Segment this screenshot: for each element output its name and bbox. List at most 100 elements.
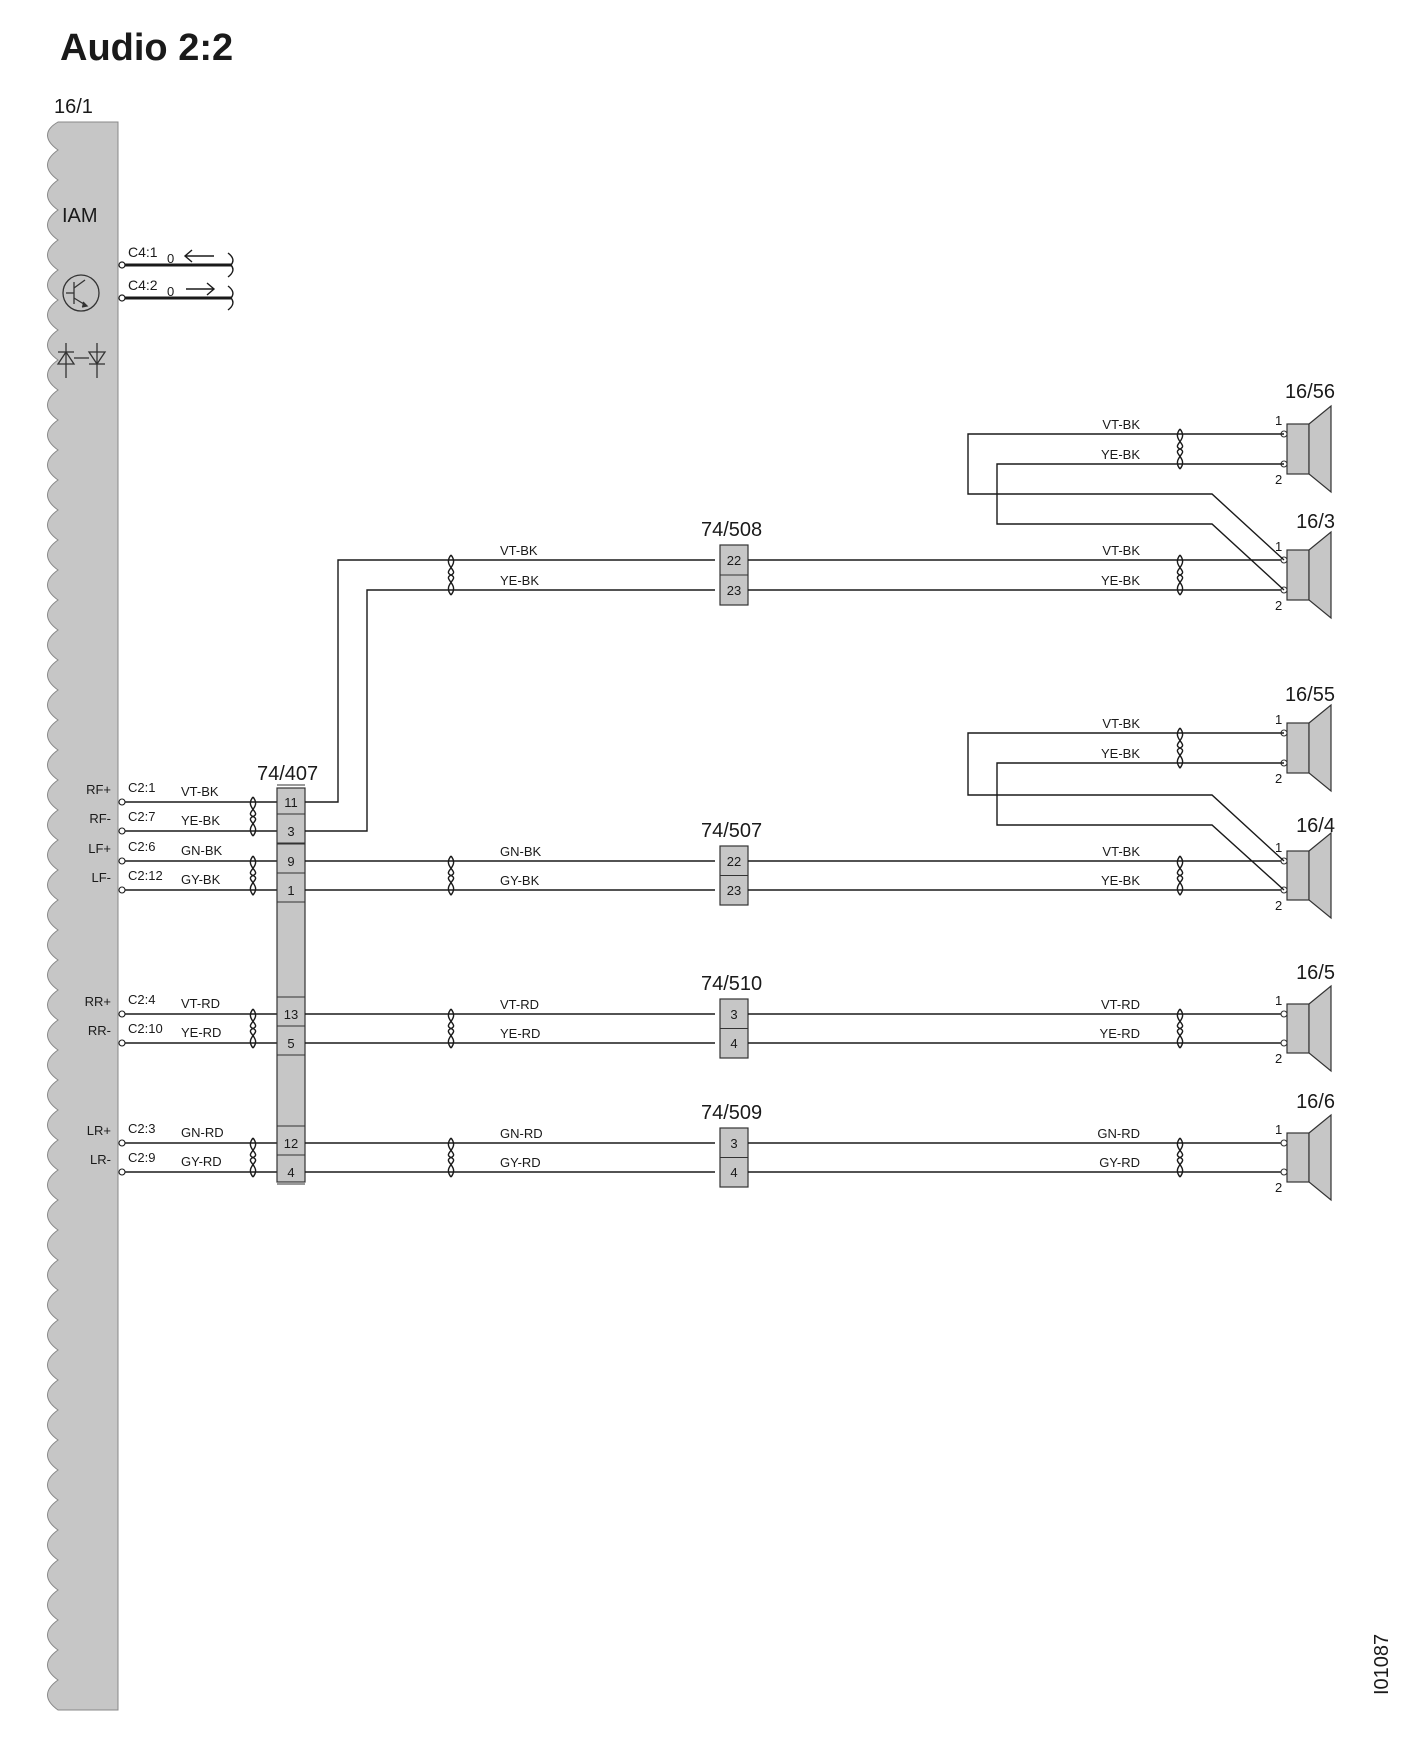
- wire-color: VT-BK: [1102, 844, 1140, 859]
- connector-74-407-pin: 13: [284, 1007, 298, 1022]
- iam-output-wire-color: GN-RD: [181, 1125, 224, 1140]
- wire-color: YE-BK: [1101, 746, 1140, 761]
- wire-color: GN-RD: [500, 1126, 543, 1141]
- connector-74-407-pin: 11: [284, 795, 298, 810]
- iam-output-label: LR+: [87, 1123, 111, 1138]
- speaker-ref: 16/6: [1296, 1091, 1335, 1113]
- iam-output-pin: C2:1: [128, 780, 155, 795]
- wire-color: VT-RD: [1101, 997, 1140, 1012]
- wire-color: VT-BK: [500, 543, 538, 558]
- twisted-pair-icon: [249, 1137, 257, 1178]
- speaker-icon: [1280, 404, 1332, 494]
- speaker-pin-2: 2: [1275, 598, 1282, 613]
- twisted-pair-icon: [1176, 727, 1184, 769]
- inline-connector-pin: 4: [730, 1036, 737, 1051]
- document-id: I01087: [1371, 1634, 1393, 1695]
- speaker-pin-1: 1: [1275, 1122, 1282, 1137]
- twisted-pair-icon: [447, 1137, 455, 1178]
- speaker-ref: 16/56: [1285, 381, 1335, 403]
- twisted-pair-icon: [1176, 554, 1184, 596]
- iam-output-wire-color: GY-RD: [181, 1154, 222, 1169]
- iam-output-wire-color: YE-RD: [181, 1025, 221, 1040]
- wire-color: YE-BK: [1101, 873, 1140, 888]
- speaker-pin-2: 2: [1275, 472, 1282, 487]
- diode-icon: [56, 343, 107, 378]
- iam-output-wire-color: YE-BK: [181, 813, 220, 828]
- connector-74-407-ref: 74/407: [257, 763, 318, 785]
- inline-connector-pin: 23: [727, 883, 741, 898]
- wire-color: YE-BK: [1101, 573, 1140, 588]
- wire-color: YE-BK: [500, 573, 539, 588]
- speaker-ref: 16/4: [1296, 815, 1335, 837]
- iam-output-wire-color: GY-BK: [181, 872, 221, 887]
- speaker-pin-1: 1: [1275, 993, 1282, 1008]
- connector-74-407-pin: 12: [284, 1136, 298, 1151]
- wire-color: YE-BK: [1101, 447, 1140, 462]
- iam-output-label: LF+: [88, 841, 111, 856]
- iam-output-pin: C2:12: [128, 868, 163, 883]
- speaker-pin-2: 2: [1275, 898, 1282, 913]
- speaker-pin-2: 2: [1275, 1051, 1282, 1066]
- iam-output-label: RF+: [86, 782, 111, 797]
- iam-output-label: RR-: [88, 1023, 111, 1038]
- inline-connector-pin: 3: [730, 1007, 737, 1022]
- transistor-icon: [62, 274, 100, 312]
- iam-output-pin: C2:9: [128, 1150, 155, 1165]
- c4-value-1: 0: [167, 251, 174, 266]
- inline-connector-ref: 74/510: [701, 973, 762, 995]
- iam-ref: 16/1: [54, 96, 93, 118]
- wire-layer: [118, 404, 1332, 1202]
- twisted-pair-icon: [1176, 1137, 1184, 1178]
- speaker-ref: 16/55: [1285, 684, 1335, 706]
- speaker-icon: [1280, 984, 1332, 1073]
- speaker-ref: 16/5: [1296, 962, 1335, 984]
- inline-connector-ref: 74/508: [701, 519, 762, 541]
- connector-74-407-pin: 3: [287, 824, 294, 839]
- inline-connector-pin: 3: [730, 1136, 737, 1151]
- c4-value-2: 0: [167, 284, 174, 299]
- speaker-pin-1: 1: [1275, 539, 1282, 554]
- iam-output-label: RR+: [85, 994, 111, 1009]
- wire-color: VT-RD: [500, 997, 539, 1012]
- iam-module-body: [47, 121, 119, 1711]
- iam-output-pin: C2:6: [128, 839, 155, 854]
- speaker-ref: 16/3: [1296, 511, 1335, 533]
- iam-output-wire-color: VT-RD: [181, 996, 220, 1011]
- iam-name: IAM: [62, 205, 98, 227]
- speaker-pin-2: 2: [1275, 771, 1282, 786]
- c4-pin-1: C4:1: [128, 244, 158, 260]
- connector-74-407-pin: 4: [287, 1165, 294, 1180]
- twisted-pair-icon: [1176, 428, 1184, 470]
- speaker-pin-1: 1: [1275, 840, 1282, 855]
- speaker-pin-1: 1: [1275, 413, 1282, 428]
- wire-color: GY-BK: [500, 873, 540, 888]
- wire-color: YE-RD: [1100, 1026, 1140, 1041]
- speaker-icon: [1280, 1113, 1332, 1202]
- iam-output-pin: C2:10: [128, 1021, 163, 1036]
- inline-connector-ref: 74/507: [701, 820, 762, 842]
- wire-color: VT-BK: [1102, 716, 1140, 731]
- twisted-pair-icon: [249, 855, 257, 896]
- wire-color: GN-RD: [1097, 1126, 1140, 1141]
- wire-color: GN-BK: [500, 844, 542, 859]
- wire-color: GY-RD: [1099, 1155, 1140, 1170]
- iam-output-label: RF-: [89, 811, 111, 826]
- inline-connector-ref: 74/509: [701, 1102, 762, 1124]
- diagram-title: Audio 2:2: [60, 27, 233, 69]
- iam-output-pin: C2:3: [128, 1121, 155, 1136]
- connector-74-407-pin: 9: [287, 854, 294, 869]
- wire-color: VT-BK: [1102, 543, 1140, 558]
- c4-pin-2: C4:2: [128, 277, 158, 293]
- twisted-pair-icon: [249, 796, 257, 837]
- connector-74-407: [276, 787, 306, 1183]
- speaker-pin-2: 2: [1275, 1180, 1282, 1195]
- iam-output-label: LR-: [90, 1152, 111, 1167]
- speaker-icon: [1280, 530, 1332, 620]
- twisted-pair-icon: [1176, 855, 1184, 896]
- twisted-pair-icon: [1176, 1008, 1184, 1049]
- wire-color: GY-RD: [500, 1155, 541, 1170]
- twisted-pair-icon: [447, 855, 455, 896]
- iam-output-wire-color: VT-BK: [181, 784, 219, 799]
